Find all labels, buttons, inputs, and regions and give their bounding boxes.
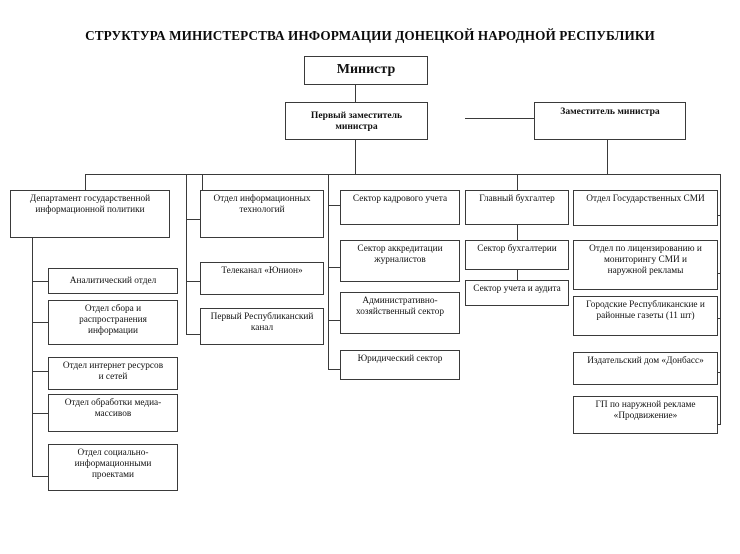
- node-department-state-info-policy[interactable]: Департамент государственной информационн…: [10, 190, 170, 238]
- drop-to-col2-spine: [202, 174, 203, 190]
- drop-to-col4: [517, 174, 518, 190]
- node-first-republican-channel[interactable]: Первый Республиканский канал: [200, 308, 324, 345]
- connector-bookkeeping-to-audit: [517, 270, 518, 280]
- col3-spine: [328, 175, 329, 370]
- col2-tick-3: [186, 334, 200, 335]
- connector-minister-to-first-deputy: [355, 85, 356, 102]
- node-department-state-info-policy-label: Департамент государственной информационн…: [29, 194, 151, 215]
- node-licensing-monitoring-department[interactable]: Отдел по лицензированию и мониторингу СМ…: [573, 240, 718, 290]
- node-audit-sector-label: Сектор учета и аудита: [473, 284, 561, 294]
- main-bus-line: [202, 174, 610, 175]
- node-analytical-department[interactable]: Аналитический отдел: [48, 268, 178, 294]
- node-bookkeeping-sector[interactable]: Сектор бухгалтерии: [465, 240, 569, 270]
- node-administrative-economic-sector-label: Административно- хозяйственный сектор: [355, 296, 444, 317]
- col5-spine: [720, 175, 721, 425]
- node-info-collection-department[interactable]: Отдел сбора и распространения информации: [48, 300, 178, 345]
- node-state-media-department[interactable]: Отдел Государственных СМИ: [573, 190, 718, 226]
- node-minister[interactable]: Министр: [304, 56, 428, 85]
- node-it-department-label: Отдел информационных технологий: [213, 194, 311, 215]
- bus-extension-left: [85, 174, 203, 175]
- node-internet-resources-department[interactable]: Отдел интернет ресурсов и сетей: [48, 357, 178, 390]
- col1-tick-2: [32, 322, 48, 323]
- col1-tick-3: [32, 371, 48, 372]
- node-it-department[interactable]: Отдел информационных технологий: [200, 190, 324, 238]
- node-first-deputy-minister[interactable]: Первый заместитель министра: [285, 102, 428, 140]
- node-state-media-department-label: Отдел Государственных СМИ: [586, 194, 705, 204]
- node-outdoor-advertising-prodvizhenie[interactable]: ГП по наружной рекламе «Продвижение»: [573, 396, 718, 434]
- node-outdoor-advertising-prodvizhenie-label: ГП по наружной рекламе «Продвижение»: [595, 400, 696, 421]
- node-info-collection-department-label: Отдел сбора и распространения информации: [79, 304, 147, 336]
- col2-tick-1: [186, 219, 200, 220]
- col1-spine: [32, 238, 33, 476]
- node-city-republican-newspapers[interactable]: Городские Республиканские и районные газ…: [573, 296, 718, 336]
- node-publishing-house-donbass[interactable]: Издательский дом «Донбасс»: [573, 352, 718, 385]
- right-bus-line: [607, 174, 721, 175]
- node-administrative-economic-sector[interactable]: Административно- хозяйственный сектор: [340, 292, 460, 334]
- node-chief-accountant-label: Главный бухгалтер: [479, 194, 555, 204]
- node-accreditation-sector[interactable]: Сектор аккредитации журналистов: [340, 240, 460, 282]
- col2-spine: [186, 175, 187, 335]
- node-deputy-minister-label: Заместитель министра: [560, 106, 660, 117]
- node-social-info-projects-department-label: Отдел социально- информационными проекта…: [74, 448, 152, 480]
- connector-deputy-drop: [607, 140, 608, 174]
- node-media-processing-department[interactable]: Отдел обработки медиа- массивов: [48, 394, 178, 432]
- col3-tick-3: [328, 320, 340, 321]
- node-personnel-sector-label: Сектор кадрового учета: [352, 194, 448, 204]
- connector-first-deputy-drop: [355, 140, 356, 174]
- node-legal-sector[interactable]: Юридический сектор: [340, 350, 460, 380]
- node-audit-sector[interactable]: Сектор учета и аудита: [465, 280, 569, 306]
- node-personnel-sector[interactable]: Сектор кадрового учета: [340, 190, 460, 225]
- node-first-deputy-minister-label: Первый заместитель министра: [310, 109, 403, 132]
- node-chief-accountant[interactable]: Главный бухгалтер: [465, 190, 569, 225]
- page-title: СТРУКТУРА МИНИСТЕРСТВА ИНФОРМАЦИИ ДОНЕЦК…: [85, 28, 655, 43]
- node-deputy-minister[interactable]: Заместитель министра: [534, 102, 686, 140]
- node-licensing-monitoring-department-label: Отдел по лицензированию и мониторингу СМ…: [589, 244, 702, 276]
- col3-tick-1: [328, 205, 340, 206]
- col2-tick-2: [186, 281, 200, 282]
- node-publishing-house-donbass-label: Издательский дом «Донбасс»: [587, 356, 704, 366]
- node-first-republican-channel-label: Первый Республиканский канал: [210, 312, 314, 333]
- col1-tick-4: [32, 413, 48, 414]
- col1-tick-5: [32, 476, 48, 477]
- col1-tick-1: [32, 281, 48, 282]
- drop-to-col1: [85, 174, 86, 190]
- node-city-republican-newspapers-label: Городские Республиканские и районные газ…: [586, 300, 705, 321]
- node-tv-channel-union[interactable]: Телеканал «Юнион»: [200, 262, 324, 295]
- node-minister-label: Министр: [336, 62, 396, 78]
- node-analytical-department-label: Аналитический отдел: [69, 275, 157, 286]
- node-media-processing-department-label: Отдел обработки медиа- массивов: [64, 398, 162, 419]
- node-accreditation-sector-label: Сектор аккредитации журналистов: [357, 244, 443, 265]
- col3-tick-4: [328, 369, 340, 370]
- node-social-info-projects-department[interactable]: Отдел социально- информационными проекта…: [48, 444, 178, 491]
- connector-accountant-to-bookkeeping: [517, 225, 518, 240]
- node-legal-sector-label: Юридический сектор: [357, 354, 443, 364]
- col3-tick-2: [328, 267, 340, 268]
- node-bookkeeping-sector-label: Сектор бухгалтерии: [477, 244, 557, 254]
- connector-deputy-stub: [465, 118, 535, 119]
- node-tv-channel-union-label: Телеканал «Юнион»: [221, 266, 303, 276]
- node-internet-resources-department-label: Отдел интернет ресурсов и сетей: [62, 361, 164, 382]
